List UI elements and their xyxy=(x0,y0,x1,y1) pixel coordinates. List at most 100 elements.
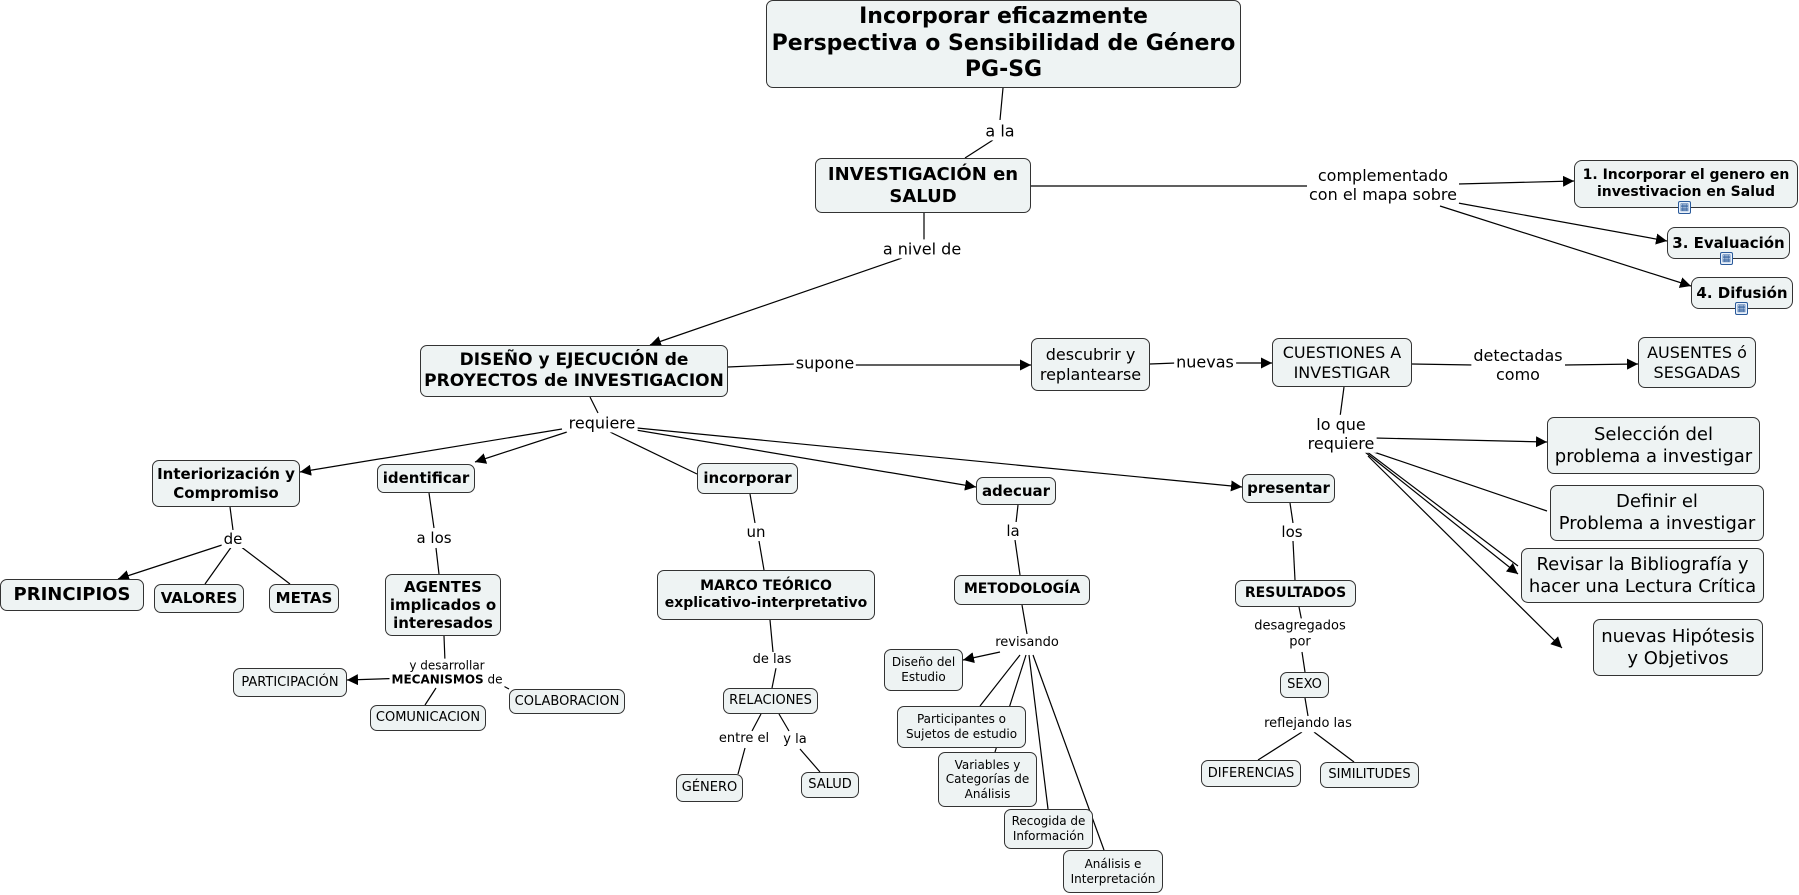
link-label-desarrollar: y desarrollar xyxy=(409,658,485,673)
text-line: reflejando las xyxy=(1264,716,1352,732)
text-line: replantearse xyxy=(1039,364,1142,384)
link-label-nuevas: nuevas xyxy=(1174,352,1236,372)
link-label-mecanismos: MECANISMOS de xyxy=(392,673,503,687)
text-line: de xyxy=(223,530,243,548)
connector-line xyxy=(799,748,821,773)
text-line: SEXO xyxy=(1287,677,1322,693)
connector-line xyxy=(428,492,435,529)
link-label-entre-el: entre el xyxy=(716,731,772,747)
text-line: METODOLOGÍA xyxy=(963,581,1081,598)
text-line: Recogida de xyxy=(1011,814,1086,829)
text-line: investivacion en Salud xyxy=(1597,184,1775,200)
text-line: desagregados xyxy=(1254,618,1346,634)
mecanismos-de: de xyxy=(483,673,503,687)
genero-node: GÉNERO xyxy=(676,774,743,802)
text-line: METAS xyxy=(275,589,333,608)
text-line: SALUD xyxy=(889,185,957,207)
connector-line xyxy=(1361,447,1519,567)
text-line: Diseño del xyxy=(891,655,956,670)
text-line: 4. Difusión xyxy=(1696,283,1788,302)
connector-line xyxy=(649,257,903,347)
text-line: Definir el xyxy=(1616,491,1698,513)
text-line: Análisis xyxy=(964,786,1011,801)
text-line: detectadas xyxy=(1473,345,1563,365)
text-line: GÉNERO xyxy=(681,780,738,796)
link-label-revisando: revisando xyxy=(993,635,1061,651)
connector-line xyxy=(1257,731,1303,761)
text-line: los xyxy=(1281,523,1303,541)
link-label-desarrollar-mecanismos: y desarrollar MECANISMOS de xyxy=(389,658,505,688)
concept-map-icon[interactable]: ▦ xyxy=(1678,201,1691,214)
text-line: Problema a investigar xyxy=(1558,513,1756,534)
link-label-un: un xyxy=(744,523,768,541)
connector-line xyxy=(749,493,756,524)
metas-node: METAS xyxy=(269,584,339,613)
concept-map-icon[interactable]: ▦ xyxy=(1735,302,1748,315)
salud-node: SALUD xyxy=(801,772,859,798)
connector-line xyxy=(751,713,762,732)
presentar-node: presentar xyxy=(1242,474,1335,503)
connector-line xyxy=(1411,363,1474,366)
principios-node: PRINCIPIOS xyxy=(0,579,144,611)
connector-line xyxy=(443,635,446,663)
sexo-node: SEXO xyxy=(1280,672,1329,698)
text-line: revisando xyxy=(995,635,1059,651)
connector-line xyxy=(1367,455,1563,649)
text-line: hacer una Lectura Crítica xyxy=(1528,575,1757,597)
text-line: interesados xyxy=(393,614,493,633)
text-line: adecuar xyxy=(981,481,1051,500)
text-line: un xyxy=(746,523,766,541)
text-line: entre el xyxy=(718,731,770,747)
text-line: Sujetos de estudio xyxy=(905,727,1018,741)
connector-line xyxy=(1339,386,1345,418)
map-link-evaluacion[interactable]: 3. Evaluación xyxy=(1667,227,1790,259)
connector-line xyxy=(1373,436,1548,448)
text-line: MARCO TEÓRICO xyxy=(700,577,832,594)
connector-line xyxy=(117,544,223,581)
connector-line xyxy=(1149,362,1177,365)
text-line: presentar xyxy=(1247,479,1330,498)
text-line: Incorporar eficazmente xyxy=(859,3,1148,29)
connector-line xyxy=(435,547,440,575)
text-line: de las xyxy=(752,652,792,668)
connector-line xyxy=(1292,540,1296,581)
connector-line xyxy=(1564,358,1639,370)
connector-line xyxy=(1289,502,1294,524)
identificar-node: identificar xyxy=(377,464,475,493)
text-line: Revisar la Bibliografía y xyxy=(1536,553,1749,575)
participacion-node: PARTICIPACIÓN xyxy=(233,668,347,697)
metodologia-node: METODOLOGÍA xyxy=(954,575,1090,605)
connector-line xyxy=(1361,447,1548,512)
connector-line xyxy=(964,139,994,159)
text-line: RESULTADOS xyxy=(1244,584,1347,601)
connector-line xyxy=(999,87,1004,121)
connector-line xyxy=(1364,451,1519,575)
text-line: problema a investigar xyxy=(1554,445,1753,467)
text-line: implicados o xyxy=(389,595,497,614)
connector-line xyxy=(771,667,777,689)
text-line: COMUNICACION xyxy=(375,710,481,726)
colaboracion-node: COLABORACION xyxy=(509,689,625,714)
text-line: PROYECTOS de INVESTIGACION xyxy=(424,371,724,391)
concept-map-icon[interactable]: ▦ xyxy=(1720,252,1733,265)
comunicacion-node: COMUNICACION xyxy=(370,705,486,731)
text-line: SIMILITUDES xyxy=(1328,767,1411,783)
text-line: Participantes o xyxy=(916,712,1007,727)
text-line: PG-SG xyxy=(964,57,1043,83)
connector-line xyxy=(1439,205,1692,288)
text-line: nuevas xyxy=(1176,352,1234,372)
text-line: nuevas Hipótesis xyxy=(1601,625,1755,647)
